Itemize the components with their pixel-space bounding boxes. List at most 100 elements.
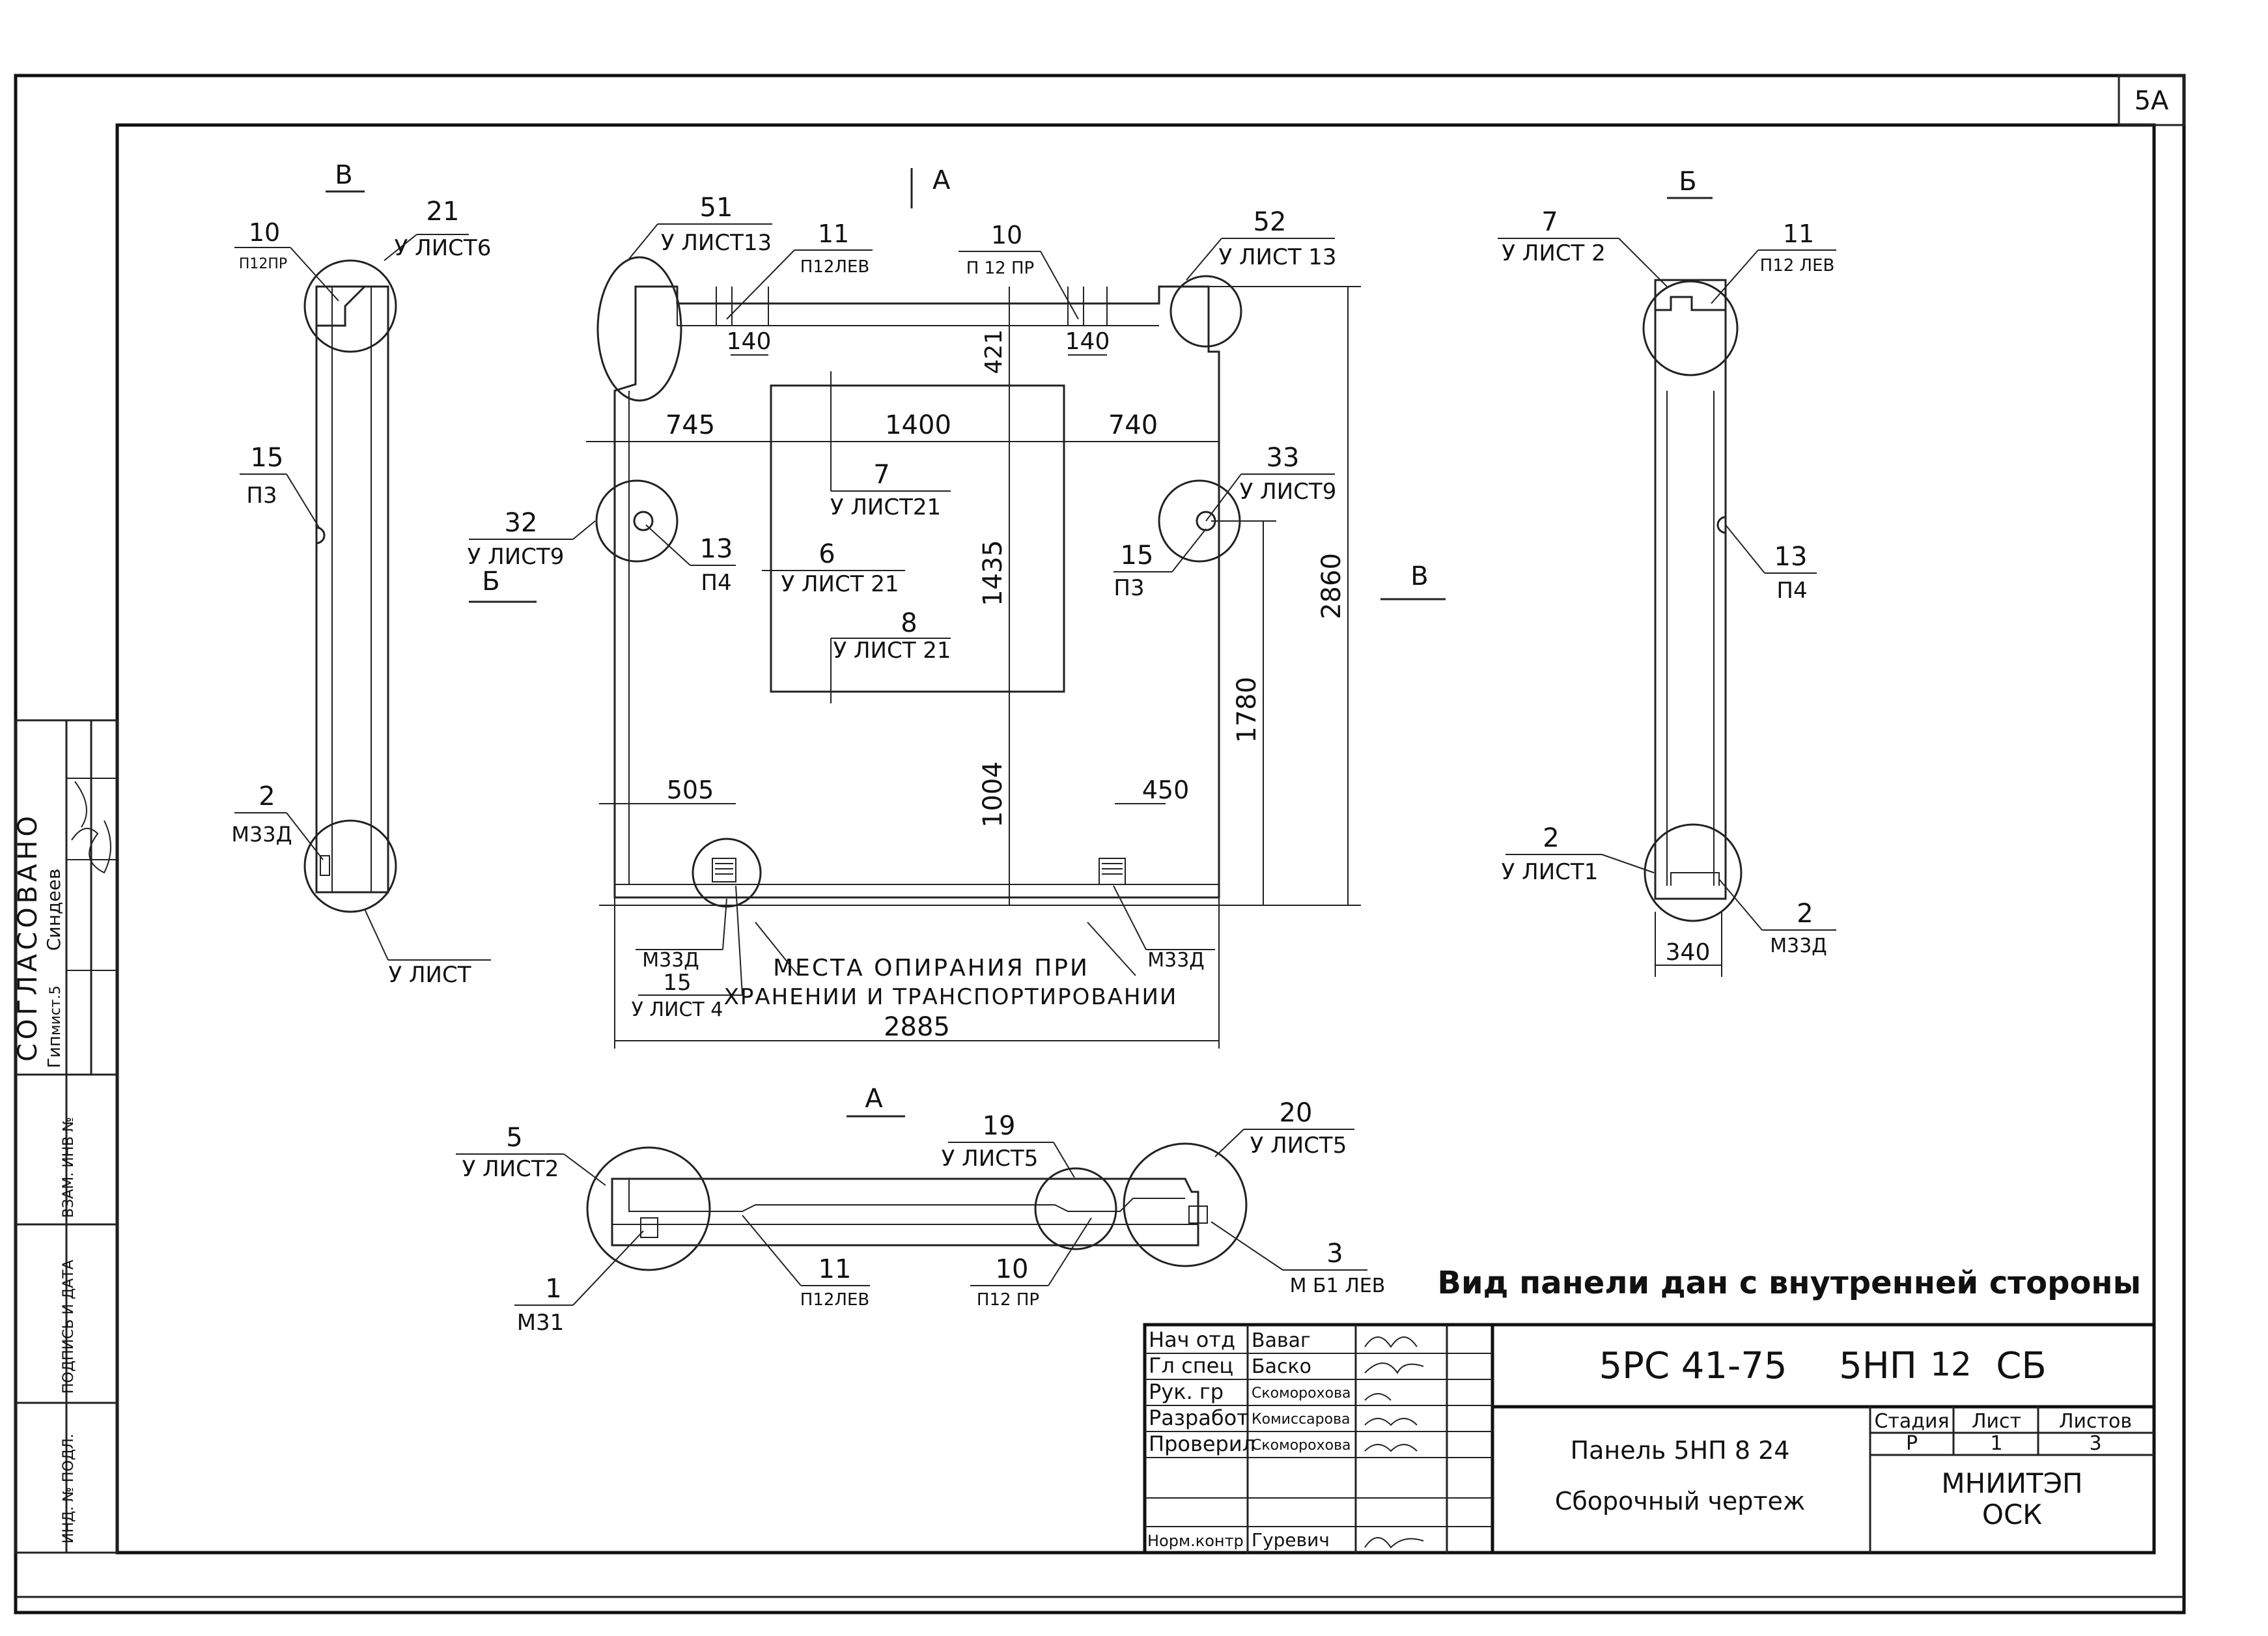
- drawing-label: Стадия: [1874, 1410, 1949, 1433]
- drawing-label: У ЛИСТ5: [1250, 1133, 1347, 1159]
- main-callouts: 51 У ЛИСТ13 11 П12ЛЕВ 10 П 12 ПР 52 У ЛИ…: [468, 193, 1337, 1021]
- drawing-label: 1: [545, 1274, 561, 1304]
- drawing-label: 10: [991, 221, 1022, 249]
- drawing-label: П12ПР: [239, 256, 287, 272]
- drawing-label: У ЛИСТ2: [462, 1156, 559, 1182]
- drawing-label: ОСК: [1982, 1499, 2042, 1530]
- view-v-side: В: [303, 160, 397, 913]
- drawing-label: Панель 5НП 8 24: [1571, 1436, 1790, 1465]
- drawing-label: У ЛИСТ 4: [632, 998, 723, 1021]
- drawing-label: Ваваг: [1252, 1329, 1311, 1352]
- drawing-label: Сборочный чертеж: [1555, 1487, 1805, 1516]
- drawing-label: 5: [506, 1123, 522, 1153]
- col-inv-podl: ИНД. № ПОДЛ.: [61, 1433, 77, 1544]
- drawing-label: Рук. гр: [1149, 1379, 1224, 1404]
- drawing-label: МЕСТА ОПИРАНИЯ ПРИ: [773, 955, 1089, 981]
- drawing-label: 11: [1783, 219, 1814, 248]
- drawing-label: 740: [1108, 410, 1158, 440]
- drawing-label: Скоморохова: [1252, 1385, 1351, 1402]
- drawing-label: П12 ПР: [977, 1290, 1039, 1310]
- drawing-label: 140: [727, 328, 772, 355]
- drawing-label: М33Д: [231, 822, 292, 847]
- drawing-label: 20: [1280, 1098, 1313, 1128]
- drawing-label: 6: [819, 539, 835, 569]
- drawing-label: СБ: [1996, 1345, 2047, 1387]
- drawing-label: П3: [246, 483, 277, 509]
- drawing-label: МНИИТЭП: [1941, 1467, 2082, 1499]
- main-dimensions: 140 140 421 745 1400 740 1435 2860 1780 …: [586, 286, 1361, 1049]
- drawing-label: 19: [983, 1111, 1016, 1141]
- section-v-arrow: В: [1410, 561, 1428, 591]
- drawing-label: 21: [427, 197, 460, 227]
- drawing-label: 340: [1666, 939, 1711, 966]
- drawing-label: У ЛИСТ13: [661, 230, 772, 256]
- drawing-label: Нач отд: [1149, 1327, 1235, 1352]
- drawing-label: М33Д: [642, 949, 699, 972]
- drawing-frame: [115, 123, 2156, 1555]
- drawing-label: М31: [517, 1310, 565, 1336]
- approval-name: Синдеев: [43, 869, 64, 951]
- drawing-label: 3: [1326, 1239, 1343, 1269]
- signatures: [1364, 1336, 1424, 1549]
- title-block: Нач отд Гл спец Рук. гр Разработ Провери…: [1143, 1323, 2156, 1555]
- drawing-label: 3: [2089, 1432, 2101, 1455]
- drawing-label: 7: [873, 460, 889, 490]
- approval-signature: [71, 781, 111, 874]
- drawing-label: У ЛИСТ 21: [781, 571, 899, 597]
- drawing-label: П4: [701, 570, 731, 596]
- drawing-label: П12ЛЕВ: [800, 1290, 869, 1310]
- drawing-label: У ЛИСТ21: [830, 494, 941, 520]
- drawing-label: М Б1 ЛЕВ: [1290, 1275, 1386, 1297]
- col-vzam: ВЗАМ. ИНВ №: [61, 1117, 77, 1218]
- view-main-front: [595, 256, 1242, 908]
- drawing-label: 13: [1774, 542, 1808, 572]
- drawing-label: Гуревич: [1252, 1529, 1330, 1551]
- drawing-label: П3: [1113, 575, 1144, 601]
- drawing-label: У ЛИСТ 13: [1218, 244, 1336, 270]
- drawing-label: 1780: [1232, 677, 1262, 743]
- drawing-label: У ЛИСТ: [388, 962, 471, 988]
- drawing-label: У ЛИСТ9: [1240, 479, 1337, 505]
- drawing-label: Р: [1906, 1432, 1918, 1455]
- drawing-label: 15: [251, 443, 284, 473]
- drawing-label: 1400: [885, 410, 951, 440]
- drawing-label: Проверил: [1149, 1432, 1255, 1456]
- drawing-label: 140: [1065, 328, 1110, 355]
- drawing-label: Комиссарова: [1252, 1411, 1351, 1428]
- drawing-label: 450: [1142, 776, 1190, 804]
- drawing-label: 7: [1541, 207, 1558, 237]
- drawing-label: Листов: [2059, 1410, 2132, 1433]
- drawing-label: У ЛИСТ1: [1502, 859, 1599, 885]
- drawing-label: 1435: [978, 540, 1008, 606]
- drawing-label: 12: [1930, 1346, 1972, 1383]
- drawing-label: 11: [819, 1254, 852, 1284]
- drawing-label: 8: [901, 608, 917, 638]
- drawing-label: 11: [818, 219, 849, 248]
- drawing-label: Б: [1679, 167, 1696, 197]
- drawing-label: У ЛИСТ 21: [833, 638, 951, 664]
- drawing-label: Лист: [1972, 1410, 2021, 1433]
- drawing-label: 2: [259, 782, 275, 811]
- view-b-side: Б 340: [1642, 167, 1743, 977]
- drawing-label: 745: [665, 410, 715, 440]
- drawing-label: А: [865, 1084, 883, 1114]
- drawing-label: 15: [1121, 541, 1154, 571]
- drawing-label: П 12 ПР: [966, 259, 1034, 278]
- drawing-label: 2885: [884, 1012, 950, 1042]
- approval-role: Гип: [45, 1036, 64, 1068]
- drawing-label: 421: [981, 330, 1007, 374]
- drawing-label: 51: [700, 193, 733, 223]
- drawing-label: 15: [663, 970, 691, 996]
- drawing-label: П12ЛЕВ: [800, 257, 869, 277]
- section-a-arrow: А: [932, 165, 951, 195]
- drawing-label: У ЛИСТ6: [395, 235, 492, 261]
- drawing-label: 2860: [1317, 553, 1347, 619]
- sheet-number-box: [2118, 74, 2185, 126]
- drawing-label: П12 ЛЕВ: [1760, 256, 1835, 275]
- drawing-label: Норм.контр: [1147, 1532, 1244, 1550]
- approval-title: СОГЛАСОВАНО: [13, 812, 43, 1062]
- drawing-label: 10: [996, 1254, 1029, 1284]
- drawing-label: 2: [1543, 823, 1559, 853]
- drawing-label: Разработ: [1149, 1405, 1249, 1430]
